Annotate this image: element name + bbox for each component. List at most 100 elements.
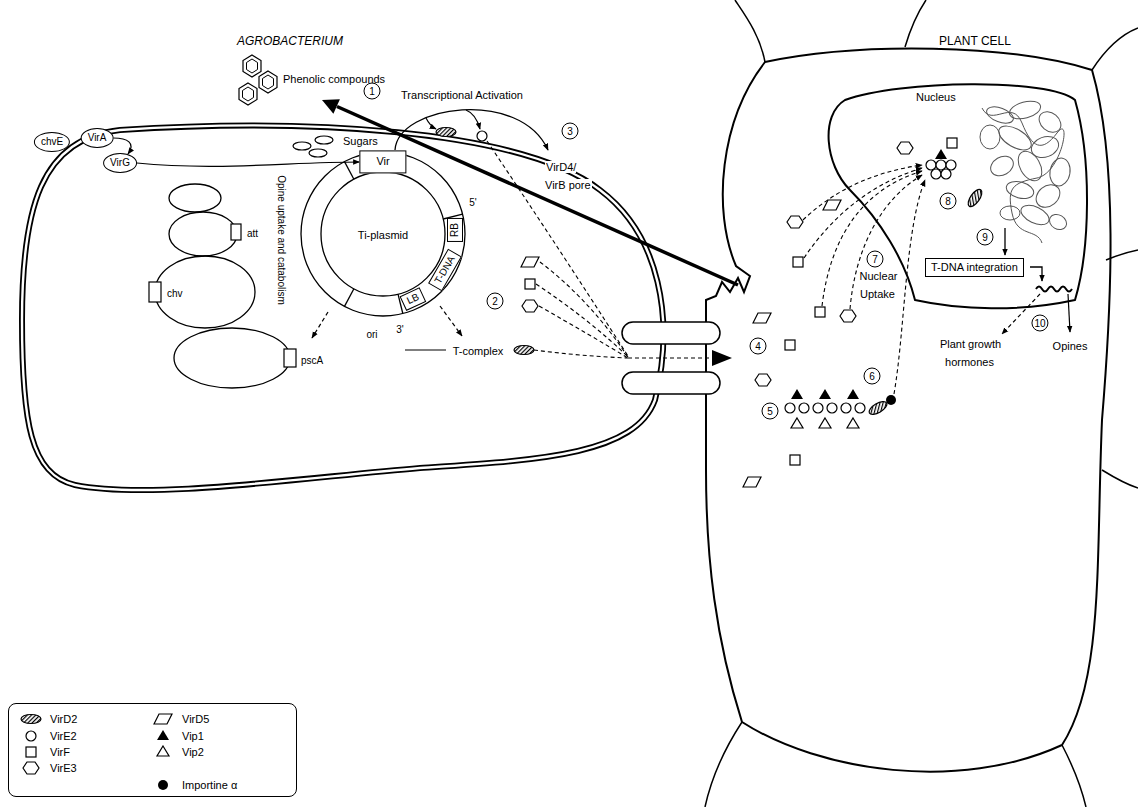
product-label-holder: Plant growth hormones (930, 334, 1010, 370)
legend-entry: Vip2 (150, 745, 204, 759)
locus-label-holder: att (246, 223, 259, 241)
legend-symbol (150, 712, 176, 726)
callout-number: 3 (562, 123, 579, 140)
segment-label-holder: Opine uptake and catabolism (274, 174, 292, 306)
legend-text: VirF (50, 746, 70, 758)
complex-label: T-complex (452, 345, 505, 357)
panel-heading: AGROBACTERIUM (236, 34, 344, 48)
locus-label: pscA (300, 355, 324, 366)
callout-number: 5 (762, 403, 779, 420)
callout-number-holder: 7 (867, 249, 884, 268)
strand-end-label-holder: 5' (468, 192, 477, 210)
plasmid-label-holder: Ti-plasmid (357, 225, 409, 243)
sensor-kinase-oval: VirA (81, 128, 114, 148)
node-text: Vir (376, 155, 389, 168)
callout-number: 9 (977, 229, 994, 246)
callout-number-holder: 10 (1031, 313, 1048, 332)
legend-text: Vip2 (182, 746, 204, 758)
legend-symbol (18, 729, 44, 743)
node-text: Nucleus (916, 91, 956, 104)
locus-label: chv (166, 288, 184, 299)
callout-number-holder: 3 (562, 121, 579, 140)
legend-entry: VirD2 (18, 712, 77, 726)
complex-label-holder: T-complex (452, 341, 505, 359)
callout-number: 6 (864, 368, 881, 385)
process-label-holder: Transcriptional Activation (400, 85, 524, 103)
legend-symbol (18, 761, 44, 775)
legend-entry: VirE2 (18, 729, 77, 743)
product-label-holder: Opines (1052, 336, 1089, 354)
legend-text: VirD2 (50, 713, 77, 725)
node-text: VirG (110, 157, 130, 169)
legend-symbol (150, 745, 176, 759)
locus-label-holder: pscA (300, 350, 324, 368)
strand-end-label: 3' (395, 324, 404, 335)
node-text: T-DNA (432, 254, 457, 286)
legend-text: Importine α (182, 779, 237, 791)
panel-heading: PLANT CELL (938, 34, 1012, 48)
legend-entry: Importine α (150, 778, 237, 792)
callout-number-holder: 8 (940, 191, 957, 210)
process-box: T-DNA integration (925, 258, 1024, 277)
connector-arrow (113, 138, 131, 154)
legend-entry: Vip1 (150, 729, 204, 743)
callout-number-holder: 4 (750, 336, 767, 355)
callout-number-holder: 1 (364, 81, 381, 100)
callout-number-holder: 6 (864, 366, 881, 385)
strand-end-label-holder: 3' (395, 319, 404, 337)
legend-entry: VirE3 (18, 761, 77, 775)
legend-text: VirD5 (182, 713, 209, 725)
molecule-label-holder: Sugars (342, 131, 379, 149)
origin-label: ori (365, 329, 378, 340)
connector-arrow (137, 162, 360, 166)
process-label-holder: Nuclear Uptake (852, 266, 904, 302)
product-label: Plant growth hormones (939, 338, 1001, 368)
callout-number: 4 (750, 338, 767, 355)
t-dna-box: T-DNA (428, 249, 462, 292)
legend-symbol (18, 712, 44, 726)
plasmid-label: Ti-plasmid (357, 229, 409, 241)
structure-label: VirD4/ VirB pore (545, 161, 592, 191)
panel-heading-holder: AGROBACTERIUM (236, 31, 344, 49)
legend-symbol (150, 778, 176, 792)
structure-label-holder: VirD4/ VirB pore (545, 157, 595, 193)
node-text: VirA (88, 132, 107, 144)
vir-region-box: Vir (359, 150, 406, 173)
strand-end-label: 5' (468, 197, 477, 208)
node-text: LB (405, 291, 421, 307)
node-text: T-DNA integration (931, 261, 1018, 274)
locus-label-holder: chv (166, 283, 184, 301)
locus-label: att (246, 228, 259, 239)
legend-text: VirE3 (50, 762, 77, 774)
callout-number-holder: 5 (762, 401, 779, 420)
response-regulator-oval: VirG (103, 153, 137, 173)
product-label: Opines (1052, 340, 1089, 352)
legend-symbol (150, 729, 176, 743)
callout-number: 7 (867, 251, 884, 268)
legend-entry: VirD5 (150, 712, 209, 726)
legend-entry: VirF (18, 745, 70, 759)
process-label: Nuclear Uptake (859, 270, 898, 300)
legend-text: VirE2 (50, 730, 77, 742)
segment-label: Opine uptake and catabolism (276, 174, 287, 306)
node-text: RB (449, 223, 461, 237)
callout-number: 2 (487, 293, 504, 310)
legend-text: Vip1 (182, 730, 204, 742)
panel-heading-holder: PLANT CELL (938, 31, 1012, 49)
callout-number: 1 (364, 83, 381, 100)
sensor-protein-oval: chvE (34, 132, 70, 152)
process-label: Transcriptional Activation (400, 89, 524, 101)
callout-number-holder: 9 (977, 227, 994, 246)
origin-label-holder: ori (365, 324, 378, 342)
callout-number-holder: 2 (487, 291, 504, 310)
node-text: chvE (41, 136, 63, 148)
border-box: LB (400, 287, 427, 311)
border-box: RB (447, 218, 463, 242)
callout-number: 8 (940, 193, 957, 210)
